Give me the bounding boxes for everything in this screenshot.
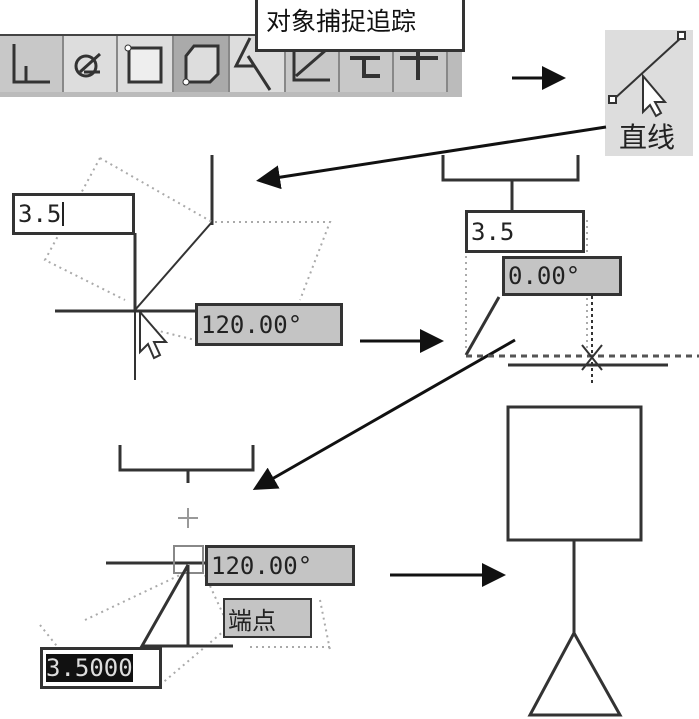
angle-value: 120.00° bbox=[201, 310, 303, 339]
flow-arrow bbox=[256, 125, 607, 190]
ortho-icon[interactable] bbox=[0, 36, 64, 92]
angle-value: 120.00° bbox=[211, 551, 313, 580]
length-input[interactable]: 3.5 bbox=[465, 210, 585, 253]
step1-geometry bbox=[55, 155, 214, 380]
length-value: 3.5000 bbox=[46, 654, 133, 682]
tracking-lines bbox=[39, 157, 588, 686]
angle-field[interactable]: 120.00° bbox=[195, 303, 343, 346]
final-figure bbox=[506, 405, 643, 717]
step2-geometry bbox=[441, 155, 699, 385]
3d-osnap-icon[interactable] bbox=[174, 36, 230, 92]
angle-value: 0.00° bbox=[508, 262, 581, 290]
line-tool-label: 直线 bbox=[619, 121, 676, 154]
length-input[interactable]: 3.5 bbox=[12, 193, 135, 235]
length-value: 3.5 bbox=[471, 217, 515, 246]
length-input[interactable]: 3.5000 bbox=[40, 647, 162, 689]
cursor-icon bbox=[139, 309, 169, 360]
angle-field[interactable]: 120.00° bbox=[205, 545, 355, 586]
flow-arrow bbox=[252, 338, 516, 490]
length-value: 3.5 bbox=[18, 200, 62, 228]
snap-tooltip: 端点 bbox=[223, 598, 312, 638]
line-tool-button[interactable]: 直线 bbox=[605, 30, 693, 156]
tooltip: 对象捕捉追踪 bbox=[255, 0, 465, 52]
snap-label: 端点 bbox=[228, 606, 276, 635]
step3-geometry bbox=[106, 445, 255, 648]
polar-icon[interactable] bbox=[64, 36, 118, 92]
line-icon bbox=[608, 31, 686, 118]
angle-field[interactable]: 0.00° bbox=[502, 256, 622, 296]
osnap-icon[interactable] bbox=[118, 36, 174, 92]
